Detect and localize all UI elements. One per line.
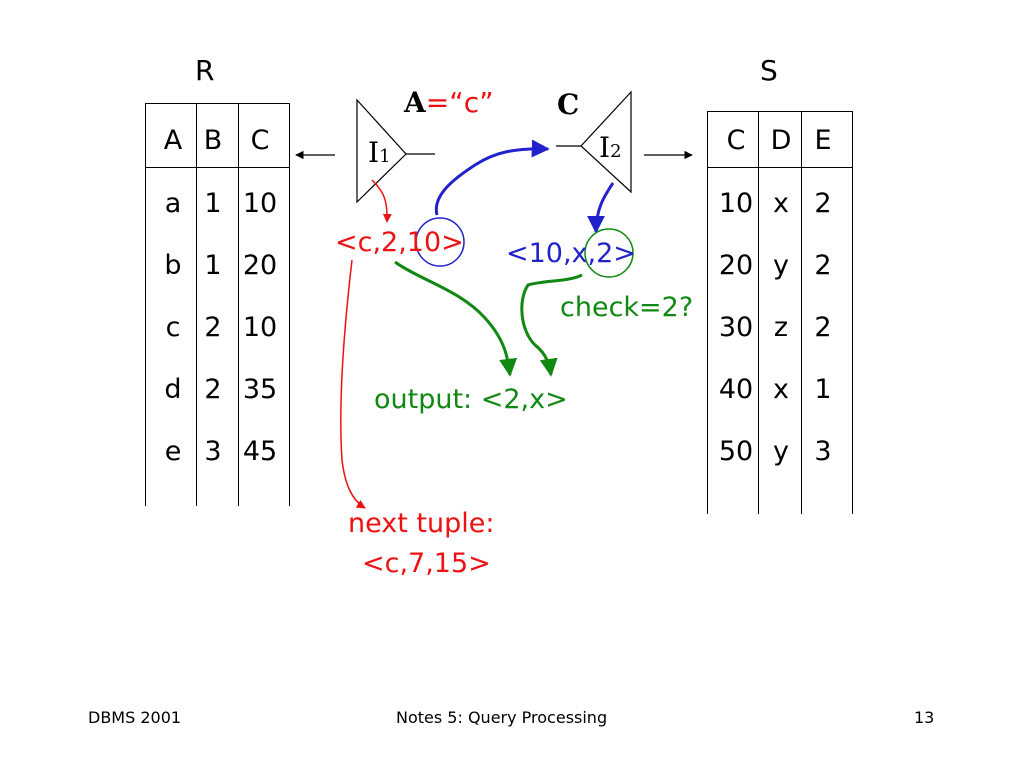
index2-attribute: C bbox=[557, 88, 580, 121]
table-cell: 30 bbox=[718, 312, 754, 343]
arrow-d-to-output bbox=[520, 273, 583, 377]
table-cell: b bbox=[164, 250, 182, 281]
output-label: output: <2,x> bbox=[374, 384, 568, 415]
next-tuple-value: <c,7,15> bbox=[362, 548, 491, 579]
table-border bbox=[145, 103, 146, 506]
table-cell: z bbox=[773, 312, 789, 343]
arrow-probe-i2 bbox=[434, 139, 550, 216]
header-divider bbox=[145, 167, 290, 168]
highlight-circle-green bbox=[584, 228, 634, 278]
relation-s-name: S bbox=[760, 54, 778, 87]
table-border bbox=[707, 111, 708, 514]
table-cell: c bbox=[165, 312, 181, 343]
table-cell: 2 bbox=[204, 374, 222, 405]
highlight-circle-blue bbox=[415, 217, 465, 267]
relation-s-table bbox=[707, 111, 853, 514]
table-cell: 10 bbox=[242, 312, 278, 343]
column-header: A bbox=[163, 125, 183, 156]
column-header: C bbox=[250, 125, 270, 156]
table-cell: 45 bbox=[242, 436, 278, 467]
table-border bbox=[238, 103, 239, 506]
table-cell: 20 bbox=[718, 250, 754, 281]
table-cell: e bbox=[164, 436, 182, 467]
table-cell: 1 bbox=[814, 374, 832, 405]
table-border bbox=[758, 111, 759, 514]
table-border bbox=[289, 103, 290, 506]
column-header: B bbox=[203, 125, 223, 156]
index1-condition: A=“c” bbox=[404, 86, 494, 119]
table-border bbox=[852, 111, 853, 514]
table-cell: 10 bbox=[718, 188, 754, 219]
relation-r-table bbox=[145, 103, 290, 506]
table-cell: 20 bbox=[242, 250, 278, 281]
table-cell: 2 bbox=[814, 250, 832, 281]
index2-label: I2 bbox=[599, 131, 622, 164]
footer-page-number: 13 bbox=[914, 708, 935, 727]
arrow-next-tuple bbox=[340, 259, 366, 509]
table-cell: 3 bbox=[814, 436, 832, 467]
tuple-s-label: <10,x,2> bbox=[506, 238, 636, 269]
table-border bbox=[196, 103, 197, 506]
table-cell: 1 bbox=[204, 188, 222, 219]
table-cell: 2 bbox=[814, 312, 832, 343]
table-cell: 35 bbox=[242, 374, 278, 405]
index1-triangle bbox=[356, 98, 407, 204]
index2-triangle bbox=[580, 90, 632, 194]
table-cell: 2 bbox=[204, 312, 222, 343]
table-cell: a bbox=[164, 188, 182, 219]
table-cell: y bbox=[773, 436, 789, 467]
table-cell: 50 bbox=[718, 436, 754, 467]
footer-center: Notes 5: Query Processing bbox=[396, 708, 608, 727]
table-border bbox=[707, 111, 853, 112]
table-cell: d bbox=[164, 374, 182, 405]
table-cell: 40 bbox=[718, 374, 754, 405]
footer-left: DBMS 2001 bbox=[88, 708, 182, 727]
arrow-b-to-output bbox=[394, 260, 518, 377]
tuple-r-label: <c,2,10> bbox=[335, 227, 464, 258]
arrow-i1-to-tuple bbox=[371, 179, 392, 223]
next-tuple-label: next tuple: bbox=[348, 508, 495, 539]
table-cell: x bbox=[773, 374, 789, 405]
table-cell: y bbox=[773, 250, 789, 281]
check-label: check=2? bbox=[560, 292, 694, 323]
header-divider bbox=[707, 167, 853, 168]
table-border bbox=[801, 111, 802, 514]
table-cell: 2 bbox=[814, 188, 832, 219]
column-header: E bbox=[814, 125, 832, 156]
table-cell: 10 bbox=[242, 188, 278, 219]
table-border bbox=[145, 103, 290, 104]
relation-r-name: R bbox=[195, 54, 215, 87]
table-cell: x bbox=[773, 188, 789, 219]
column-header: D bbox=[770, 125, 792, 156]
column-header: C bbox=[726, 125, 746, 156]
arrow-i2-to-tuple bbox=[587, 182, 615, 234]
table-cell: 1 bbox=[204, 250, 222, 281]
table-cell: 3 bbox=[204, 436, 222, 467]
index1-label: I1 bbox=[368, 136, 391, 169]
